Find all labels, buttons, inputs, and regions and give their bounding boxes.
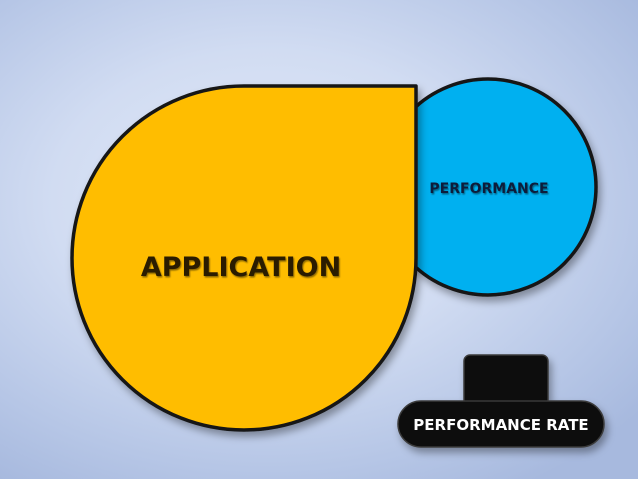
performance-rate-label: PERFORMANCE RATE (413, 416, 588, 434)
application-label: APPLICATION (141, 252, 341, 283)
performance-rate-shape (397, 354, 605, 448)
performance-label: PERFORMANCE (429, 181, 548, 197)
rate-pill (397, 400, 605, 448)
application-shape (70, 84, 418, 432)
